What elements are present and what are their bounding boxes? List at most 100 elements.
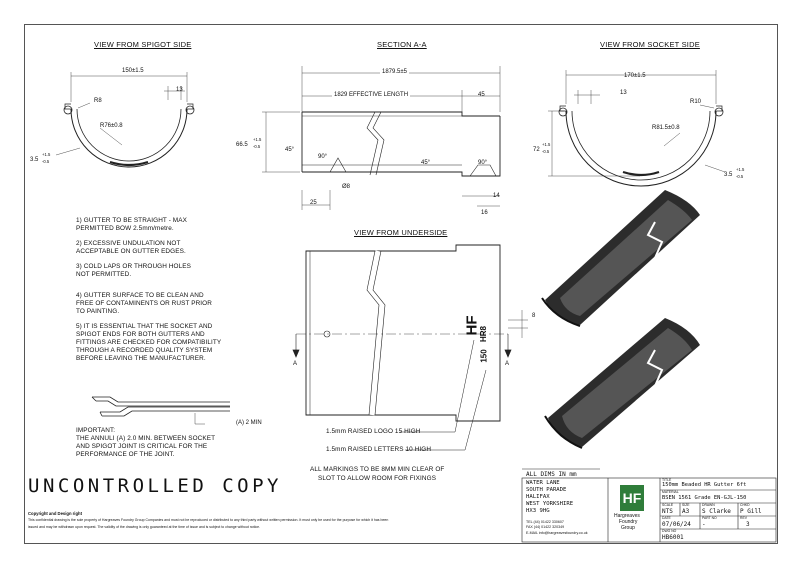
note-3-line1: 3) COLD LAPS OR THROUGH HOLES: [76, 263, 191, 270]
note-3-line2: NOT PERMITTED.: [76, 271, 132, 278]
scale-value: NTS: [662, 508, 673, 515]
rev-label: REV: [740, 516, 747, 520]
socket-lip-dim: 13: [620, 90, 627, 96]
section-mark-right: A: [505, 361, 510, 367]
angle-90-right: 90°: [478, 160, 488, 166]
drawn-value: S Clarke: [702, 508, 731, 515]
spigot-profile: [55, 72, 195, 168]
note-4-line1: 4) GUTTER SURFACE TO BE CLEAN AND: [76, 292, 204, 299]
note-4-line3: TO PAINTING.: [76, 308, 120, 315]
note-2-line1: 2) EXCESSIVE UNDULATION NOT: [76, 240, 181, 247]
socket-height-dim: 72: [533, 147, 540, 153]
section-view-title: SECTION A-A: [377, 40, 427, 49]
socket-small-radius: R10: [690, 99, 702, 105]
company-name-line2: Foundry: [619, 519, 638, 525]
gutter-3d-upper: [541, 190, 700, 327]
important-line3: PERFORMANCE OF THE JOINT.: [76, 451, 175, 458]
angle-45-right: 45°: [421, 160, 431, 166]
note-5-line2: SPIGOT ENDS FOR BOTH GUTTERS AND: [76, 331, 205, 338]
joint-detail: [91, 396, 230, 425]
socket-height-tol-minus: -0.5: [542, 149, 550, 154]
note-1-line1: 1) GUTTER TO BE STRAIGHT - MAX: [76, 217, 187, 224]
note-5-line3: FITTINGS ARE CHECKED FOR COMPATIBILITY: [76, 339, 222, 346]
date-value: 07/06/24: [662, 521, 691, 528]
section-mark-left: A: [293, 361, 298, 367]
note-4-line2: FREE OF CONTAMINENTS OR RUST PRIOR: [76, 300, 212, 307]
all-dims-note: ALL DIMS IN mm: [526, 471, 577, 478]
socket-profile: [548, 70, 726, 187]
note-5-line1: 5) IT IS ESSENTIAL THAT THE SOCKET AND: [76, 323, 213, 330]
important-line2: AND SPIGOT JOINT IS CRITICAL FOR THE: [76, 443, 208, 450]
markings-note-line2: SLOT TO ALLOW ROOM FOR FIXINGS: [318, 475, 437, 482]
address-line4: WEST YORKSHIRE: [526, 501, 574, 507]
angle-45-left: 45°: [285, 147, 295, 153]
size-value: A3: [682, 508, 690, 515]
company-logo-mark: HF: [620, 485, 644, 511]
copyright-line2: issued and may be withdrawn upon request…: [28, 525, 261, 529]
uncontrolled-copy-stamp: UNCONTROLLED COPY: [28, 475, 282, 497]
contact-tel: TEL (44) 01422 330607: [526, 520, 564, 524]
note-1-line2: PERMITTED BOW 2.5mm/metre.: [76, 225, 174, 232]
depth-16-dim: 16: [481, 210, 488, 216]
spigot-large-radius: R76±0.8: [100, 123, 123, 129]
spigot-width-dim: 150±1.5: [122, 68, 144, 74]
joint-annulus-dim: (A) 2 MIN: [236, 420, 262, 426]
rev-value: 3: [746, 521, 750, 528]
socket-large-radius: R81.5±0.8: [652, 125, 680, 131]
overall-length-dim: 1879.5±5: [380, 69, 409, 75]
raised-letters-line1: HR8: [479, 325, 489, 343]
address-line3: HALIFAX: [526, 494, 550, 500]
socket-thickness-tol-minus: -0.5: [736, 174, 744, 179]
raised-logo: HF: [463, 315, 481, 336]
slot-diameter-dim: Ø8: [342, 184, 351, 190]
checked-label: CHKD: [740, 503, 750, 507]
dwg-no-label: DWG NO: [662, 529, 677, 533]
address-line1: WATER LANE: [526, 480, 560, 486]
note-5-line4: THROUGH A RECORDED QUALITY SYSTEM: [76, 347, 213, 354]
section-a-a: [262, 66, 501, 210]
copyright-title: Copyright and Design right: [28, 511, 82, 516]
spigot-small-radius: R8: [94, 98, 102, 104]
contact-fax: FAX (44) 01422 320349: [526, 525, 565, 529]
gutter-3d-lower: [544, 318, 700, 449]
address-line2: SOUTH PARADE: [526, 487, 567, 493]
socket-view-title: VIEW FROM SOCKET SIDE: [600, 40, 700, 49]
section-height-tol-plus: +1.5: [253, 137, 262, 142]
socket-thickness-tol-plus: +1.5: [736, 167, 745, 172]
spigot-thickness-dim: 3.5: [30, 157, 39, 163]
company-name-line1: Hargreaves: [614, 513, 640, 519]
callout-raised-letters: 1.5mm RAISED LETTERS 10 HIGH: [326, 446, 432, 453]
raised-letters-line2: 150: [479, 349, 489, 363]
spigot-view-title: VIEW FROM SPIGOT SIDE: [94, 40, 192, 49]
callout-raised-logo: 1.5mm RAISED LOGO 15 HIGH: [326, 428, 421, 435]
socket-thickness-dim: 3.5: [724, 172, 733, 178]
slot-offset-dim: 25: [310, 200, 317, 206]
address-line5: HX3 9HG: [526, 508, 550, 514]
spigot-lip-dim: 13: [176, 87, 183, 93]
material-label: MATERIAL: [662, 490, 679, 494]
drawing-sheet-border: [24, 24, 778, 544]
underside-view-title: VIEW FROM UNDERSIDE: [354, 228, 448, 237]
socket-width-dim: 170±1.5: [624, 73, 646, 79]
spigot-thickness-tol-plus: +1.5: [42, 152, 51, 157]
contact-email: E-MAIL info@hargreavesfoundry.co.uk: [526, 531, 588, 535]
markings-note-line1: ALL MARKINGS TO BE 8MM MIN CLEAR OF: [310, 466, 445, 473]
part-no-value: -: [702, 521, 706, 528]
size-label: SIZE: [682, 503, 690, 507]
note-5-line5: BEFORE LEAVING THE MANUFACTURER.: [76, 355, 206, 362]
dwg-no-value: HB6001: [662, 534, 684, 541]
underside-8-dim: 8: [532, 313, 536, 319]
title-block-grid: [521, 468, 777, 543]
material-value: BSEN 1561 Grade EN-GJL-150: [662, 495, 747, 501]
socket-length-dim: 45: [478, 92, 485, 98]
drawing-title: 150mm Beaded HR Gutter 6ft: [662, 482, 747, 488]
checked-value: P Gill: [740, 508, 762, 515]
underside-view: [292, 244, 528, 451]
drawn-label: DRAWN: [702, 503, 715, 507]
section-height-dim: 66.5: [236, 142, 248, 148]
important-line1: THE ANNULI (A) 2.0 MIN. BETWEEN SOCKET: [76, 435, 216, 442]
section-height-tol-minus: -0.5: [253, 144, 261, 149]
spigot-thickness-tol-minus: -0.5: [42, 159, 50, 164]
scale-label: SCALE: [662, 503, 674, 507]
